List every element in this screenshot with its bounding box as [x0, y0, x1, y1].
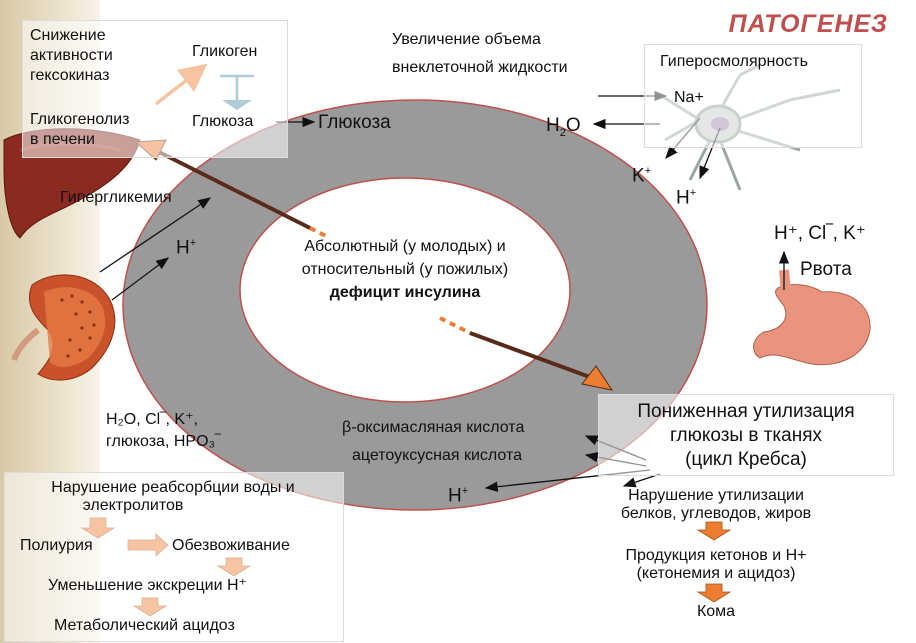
utilization-line2: глюкозы в тканях	[669, 425, 823, 446]
disorder-line1: Нарушение утилизации	[628, 487, 804, 504]
excretion-label: Уменьшение экскреции H⁺	[48, 577, 247, 594]
center-line2: относительный (у пожилых)	[301, 261, 509, 278]
na-label: Na+	[674, 89, 704, 106]
center-line3-bold: дефицит инсулина	[329, 284, 481, 301]
ecf-line1: Увеличение объема	[392, 31, 541, 48]
dehydration-label: Обезвоживание	[172, 537, 290, 554]
k-top-label: K+	[632, 160, 651, 187]
ketone-acid-2: ацетоуксусная кислота	[352, 447, 523, 464]
glucose-small-label: Глюкоза	[192, 113, 254, 130]
polyuria-label: Полиурия	[20, 537, 93, 554]
h2o-top-h: H	[546, 115, 560, 136]
right-chain-arrows	[696, 521, 732, 603]
ketone-acid-1: β-оксимасляная кислота	[342, 419, 525, 436]
reabsorption-line1: Нарушение реабсорбции воды и	[51, 479, 295, 496]
glycogen-label: Гликоген	[192, 43, 258, 60]
utilization-line3: (цикл Кребса)	[685, 449, 807, 470]
h2o-top-sub: 2	[559, 126, 566, 139]
h-left-sup: +	[189, 237, 197, 249]
center-line1: Абсолютный (у молодых) и	[304, 238, 506, 255]
h2o-top-label: H2O	[546, 114, 581, 145]
vomit-ions-label: H⁺, Cl‾, K⁺	[774, 223, 866, 244]
h-top-sup: +	[689, 187, 697, 199]
acidosis-label: Метаболический ацидоз	[54, 617, 235, 634]
h-bottom-sup: +	[461, 485, 469, 497]
top-left-box	[22, 20, 288, 158]
disorder-line2: белков, углеводов, жиров	[620, 505, 812, 522]
k-top-sup: +	[644, 165, 652, 177]
production-line1: Продукция кетонов и H+	[625, 547, 807, 564]
kidney-illustration	[11, 274, 116, 381]
bottom-left-box	[4, 472, 344, 642]
h-top-label: H+	[676, 182, 696, 209]
page-title: ПАТОГЕНЕЗ	[728, 10, 888, 38]
h-left-label: H+	[176, 232, 196, 259]
h-bottom-h: H	[448, 485, 462, 507]
left-ions-line1: H₂O, Cl‾, K⁺,	[106, 411, 198, 428]
h2o-top-o: O	[565, 115, 581, 136]
left-ions-line2: глюкоза, HPO₃‾	[106, 433, 221, 450]
reabsorption-line2: электролитов	[82, 497, 184, 514]
production-line2: (кетонемия и ацидоз)	[636, 565, 796, 582]
ecf-line2: внеклеточной жидкости	[392, 59, 568, 76]
h-top-h: H	[676, 187, 690, 209]
coma-label: Кома	[696, 603, 736, 620]
hexokinase-line3: гексокиназ	[30, 67, 110, 84]
hexokinase-line1: Снижение	[30, 27, 106, 44]
k-top-k: K	[632, 165, 645, 187]
center-line3: дефицит инсулина	[300, 282, 510, 304]
hyperglycemia-label: Гипергликемия	[60, 189, 172, 206]
vomit-label: Рвота	[800, 259, 852, 280]
hyperosmolarity-label: Гиперосмолярность	[660, 53, 808, 70]
hexokinase-line2: активности	[30, 47, 113, 64]
hyperosmolarity-box	[644, 44, 862, 148]
h-bottom-label: H+	[448, 480, 468, 507]
glycogenolysis-line2: в печени	[30, 131, 95, 148]
stomach-illustration	[753, 269, 871, 366]
utilization-line1: Пониженная утилизация	[637, 401, 855, 422]
h-left-h: H	[176, 237, 190, 259]
glycogenolysis-line1: Гликогенолиз	[30, 111, 130, 128]
glucose-ring-label: Глюкоза	[318, 112, 391, 133]
utilization-box	[598, 394, 894, 476]
